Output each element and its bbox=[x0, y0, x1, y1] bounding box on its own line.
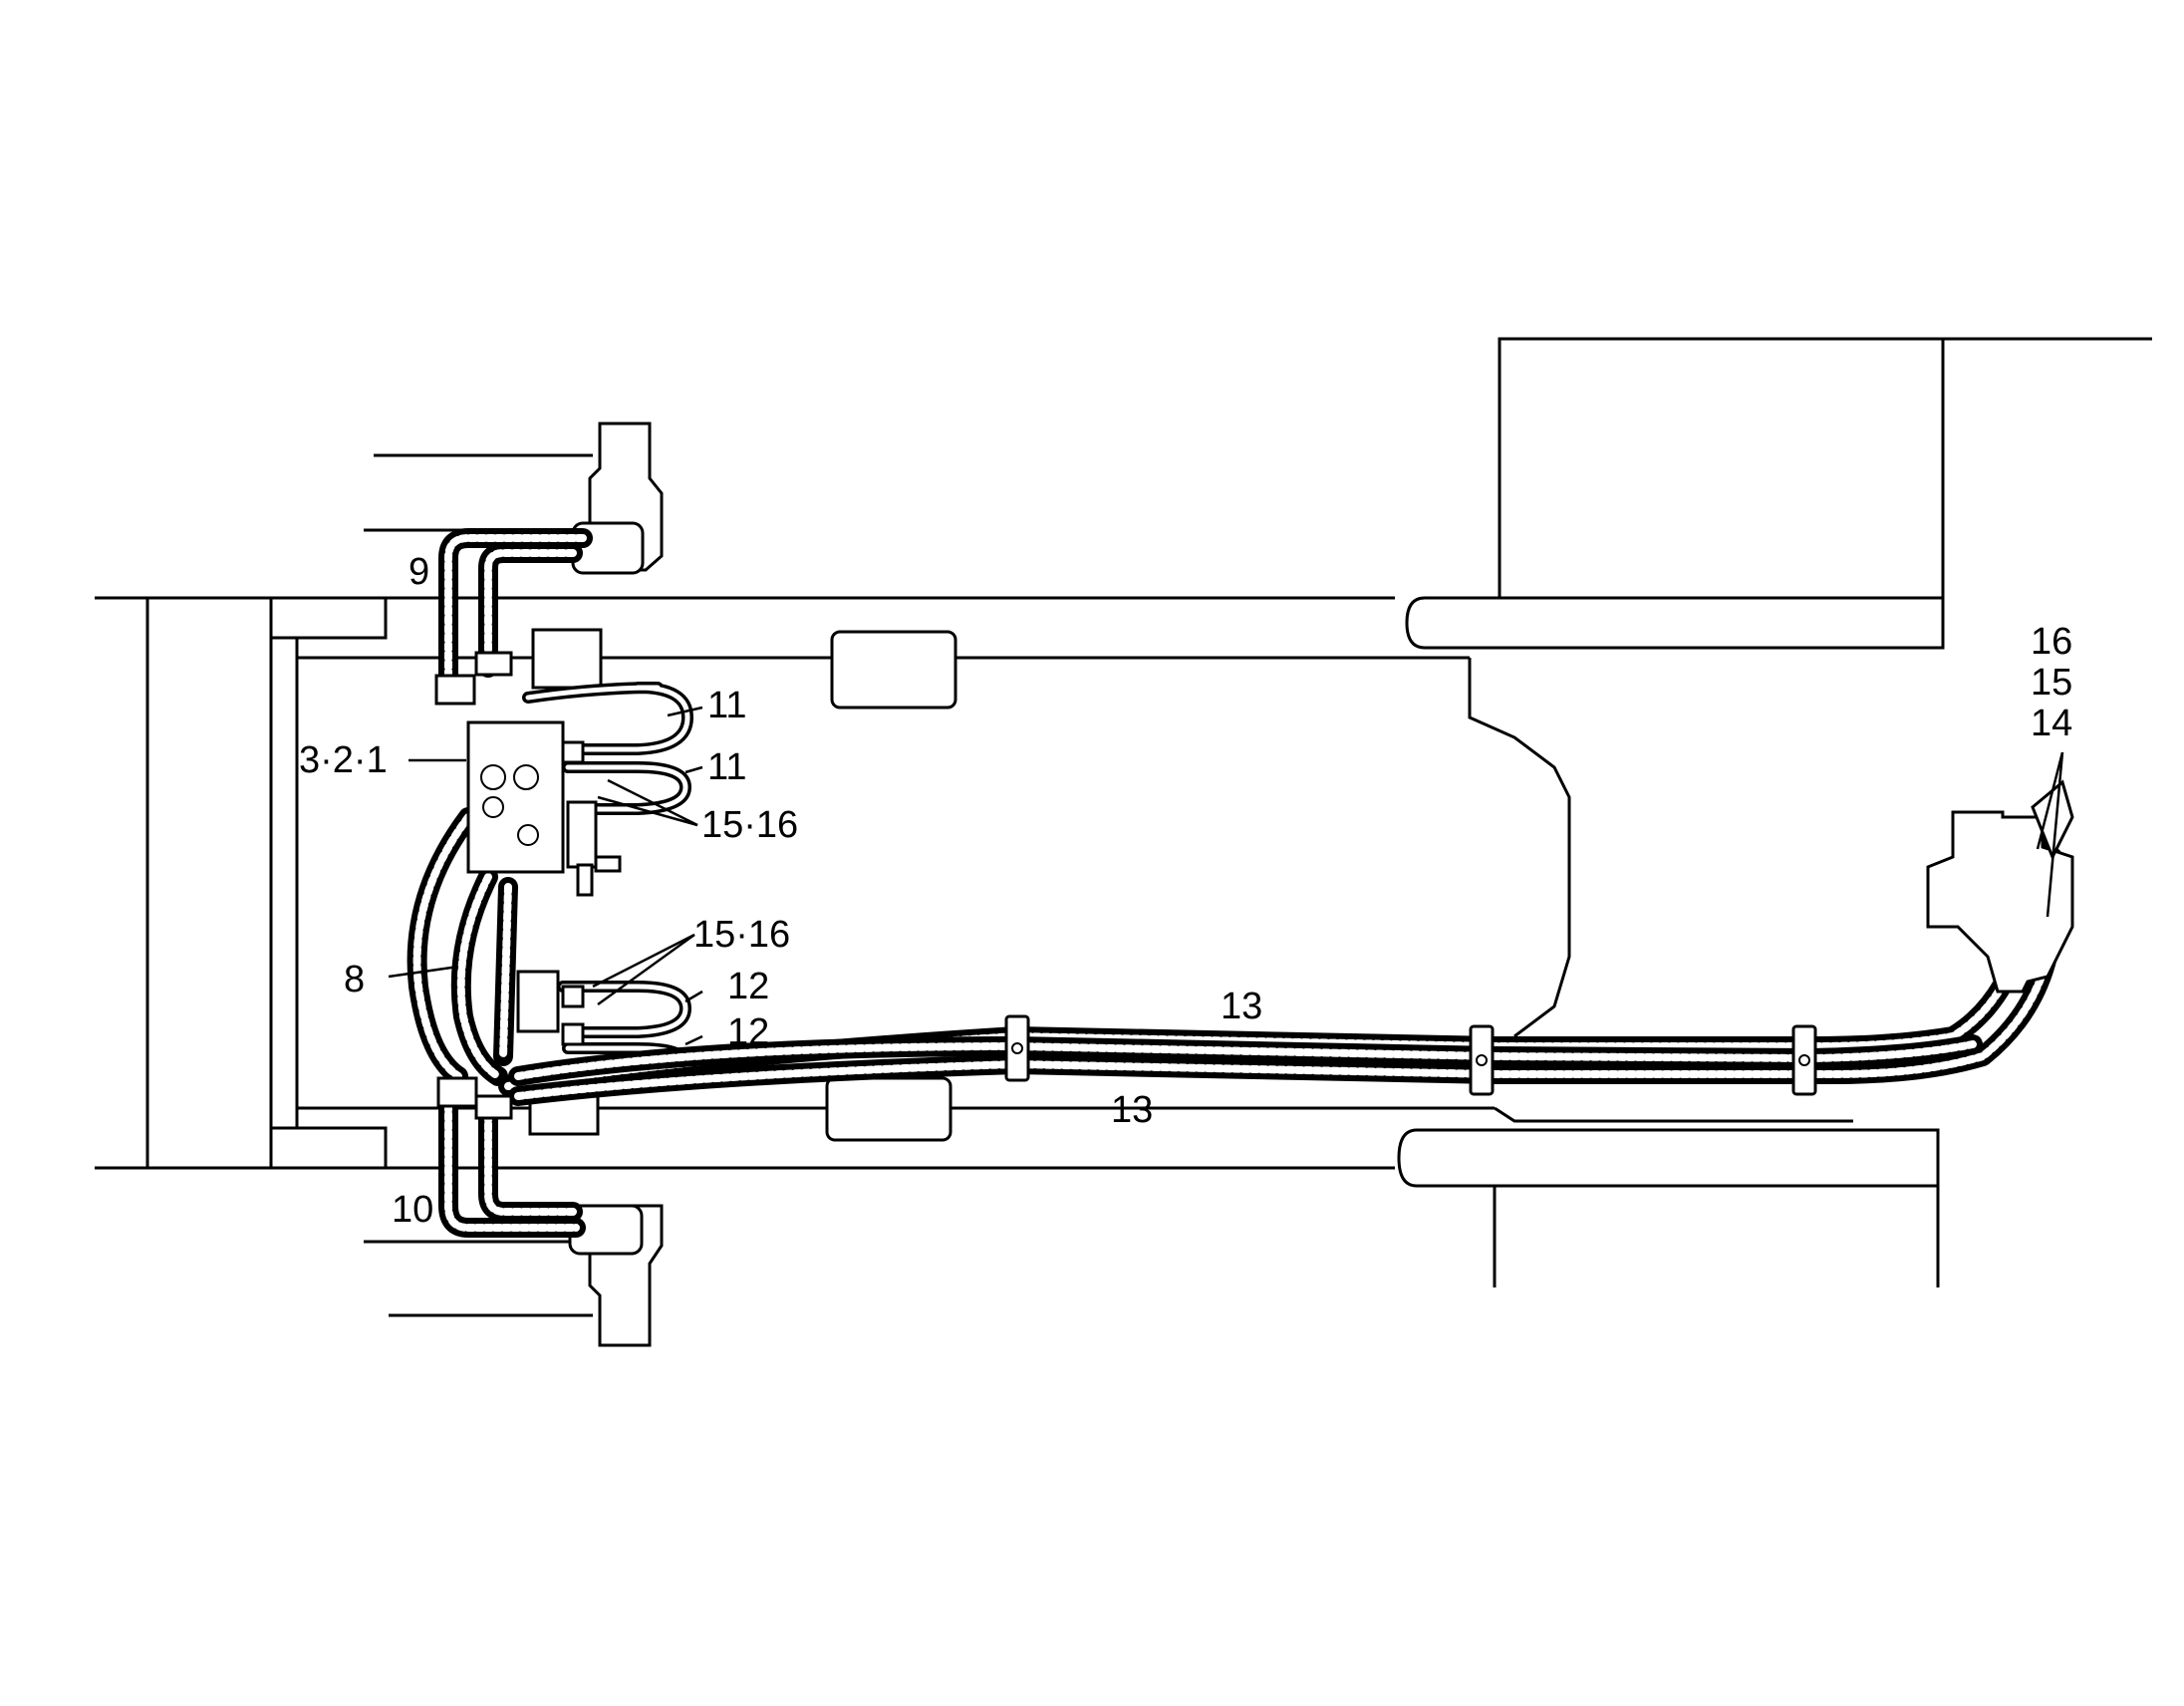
hose-9 bbox=[438, 528, 593, 688]
label-15-16-lower: 15·16 bbox=[693, 914, 790, 956]
callout-labels: 9 11 11 3·2·1 15·16 15·16 8 12 12 13 13 … bbox=[299, 551, 2072, 1231]
label-12-lower: 12 bbox=[727, 1011, 769, 1053]
label-13-upper: 13 bbox=[1221, 986, 1262, 1027]
label-11-lower: 11 bbox=[707, 746, 746, 788]
label-10: 10 bbox=[392, 1189, 433, 1231]
label-15-16-upper: 15·16 bbox=[701, 804, 798, 846]
hose-11 bbox=[522, 682, 693, 815]
control-valve-block bbox=[434, 651, 622, 1120]
label-12-upper: 12 bbox=[727, 966, 769, 1007]
label-8: 8 bbox=[344, 959, 365, 1000]
hose-8 bbox=[407, 807, 518, 1086]
label-9: 9 bbox=[409, 551, 429, 593]
right-steering-valve bbox=[1926, 779, 2074, 994]
label-13-lower: 13 bbox=[1111, 1089, 1153, 1131]
label-14: 14 bbox=[2031, 703, 2072, 744]
label-16: 16 bbox=[2031, 621, 2072, 663]
lower-wheel-cylinder bbox=[364, 1204, 664, 1347]
hose-10 bbox=[438, 1086, 586, 1238]
hose-clamps bbox=[1004, 1014, 1817, 1096]
label-15: 15 bbox=[2031, 662, 2072, 704]
chassis-frame bbox=[95, 337, 2152, 1287]
label-3-2-1: 3·2·1 bbox=[299, 739, 388, 781]
label-11-upper: 11 bbox=[707, 685, 746, 726]
leader-lines bbox=[388, 706, 2064, 1046]
